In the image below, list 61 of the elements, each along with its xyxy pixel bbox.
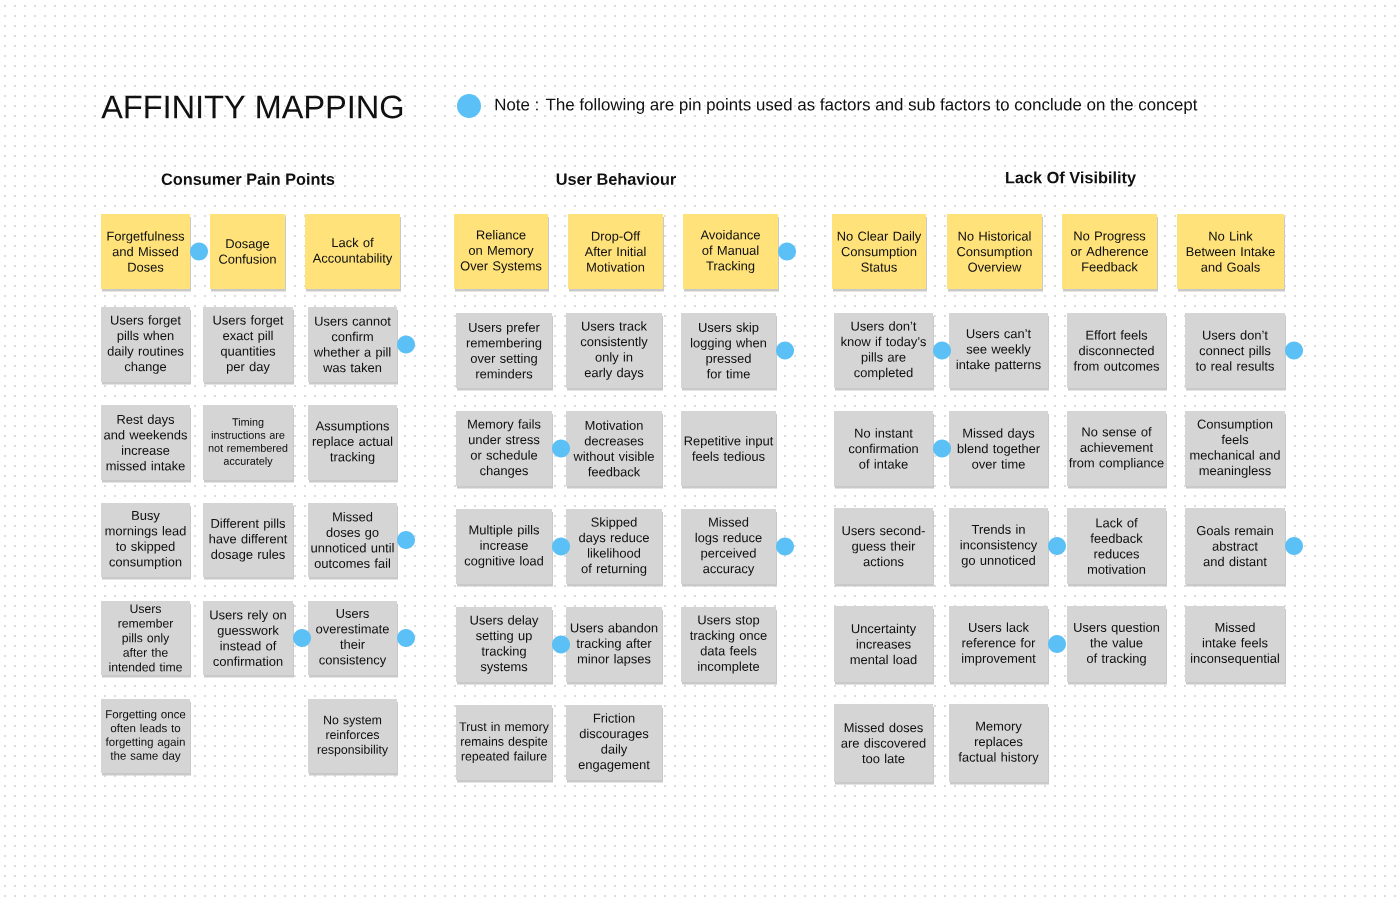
header-note: Drop-Off After Initial Motivation <box>568 214 664 292</box>
sticky-note: Skipped days reduce likelihood of returning <box>566 509 663 587</box>
group-heading: User Behaviour <box>556 173 676 185</box>
group-heading: Consumer Pain Points <box>161 173 335 185</box>
sticky-note: Users question the value of tracking <box>1067 606 1167 685</box>
sticky-note: No sense of achievement from compliance <box>1067 411 1167 489</box>
title: AFFINITY MAPPING <box>101 95 403 119</box>
sticky-note: Users overestimate their consistency <box>308 601 398 678</box>
sticky-note: Users can’t see weekly intake patterns <box>949 313 1049 391</box>
sticky-note: Lack of feedback reduces motivation <box>1067 508 1167 587</box>
sticky-note: Missed doses are discovered too late <box>834 704 934 785</box>
header-note: Lack of Accountability <box>305 214 401 292</box>
header-note: No Link Between Intake and Goals <box>1177 214 1285 292</box>
sticky-note: Timing instructions are not remembered accurately <box>203 405 294 483</box>
header-note: No Historical Consumption Overview <box>947 214 1043 292</box>
sticky-note: Missed days blend together over time <box>949 411 1049 489</box>
sticky-note: Busy mornings lead to skipped consumption <box>101 503 191 580</box>
sticky-note: Trust in memory remains despite repeated failure <box>456 705 553 783</box>
sticky-note: Users track consistently only in early days <box>566 313 663 391</box>
sticky-note: Users rely on guesswork instead of confirmation <box>203 601 294 678</box>
sticky-note: Assumptions replace actual tracking <box>308 405 398 483</box>
sticky-note: Friction discourages daily engagement <box>566 705 663 783</box>
header-note: No Progress or Adherence Feedback <box>1062 214 1158 292</box>
sticky-note: Effort feels disconnected from outcomes <box>1067 313 1167 391</box>
legend-note: Note : The following are pin points used as factors and sub factors to conclude on the concept <box>495 98 1198 114</box>
sticky-note: Uncertainty increases mental load <box>834 606 934 685</box>
sticky-note: No system reinforces responsibility <box>308 699 398 776</box>
sticky-note: No instant confirmation of intake <box>834 411 934 489</box>
sticky-note: Users abandon tracking after minor lapses <box>566 607 663 685</box>
sticky-note: Forgetting once often leads to forgetting again the same day <box>101 699 191 776</box>
sticky-note: Users second-guess their actions <box>834 508 934 587</box>
sticky-note: Users prefer remembering over setting reminders <box>456 313 553 391</box>
sticky-note: Users lack reference for improvement <box>949 606 1049 685</box>
sticky-note: Users don’t connect pills to real results <box>1185 313 1286 391</box>
header-note: Dosage Confusion <box>210 214 286 292</box>
sticky-note: Memory replaces factual history <box>949 704 1049 785</box>
sticky-note: Repetitive input feels tedious <box>681 411 777 489</box>
sticky-note: Multiple pills increase cognitive load <box>456 509 553 587</box>
sticky-note: Different pills have different dosage rules <box>203 503 294 580</box>
sticky-note: Users cannot confirm whether a pill was taken <box>308 307 398 385</box>
sticky-note: Rest days and weekends increase missed intake <box>101 405 191 483</box>
sticky-note: Missed doses go unnoticed until outcomes fail <box>308 503 398 580</box>
sticky-note: Users skip logging when pressed for time <box>681 313 777 391</box>
sticky-note: Users forget exact pill quantities per day <box>203 307 294 385</box>
sticky-note: Users forget pills when daily routines change <box>101 307 191 385</box>
sticky-note: Users remember pills only after the intended time <box>101 601 191 678</box>
sticky-note: Memory fails under stress or schedule changes <box>456 411 553 489</box>
sticky-note: Users stop tracking once data feels incomplete <box>681 607 777 685</box>
sticky-note: Missed logs reduce perceived accuracy <box>681 509 777 587</box>
sticky-note: Goals remain abstract and distant <box>1185 508 1286 587</box>
sticky-note: Missed intake feels inconsequential <box>1185 606 1286 685</box>
sticky-note: Users delay setting up tracking systems <box>456 607 553 685</box>
header-note: Reliance on Memory Over Systems <box>454 214 549 292</box>
sticky-note: Consumption feels mechanical and meaningless <box>1185 411 1286 489</box>
header-note: No Clear Daily Consumption Status <box>832 214 927 292</box>
group-heading: Lack Of Visibility <box>1006 171 1136 187</box>
sticky-note: Users don’t know if today’s pills are completed <box>834 313 934 391</box>
header-note: Forgetfulness and Missed Doses <box>101 214 191 292</box>
header-note: Avoidance of Manual Tracking <box>683 214 779 292</box>
sticky-note: Motivation decreases without visible feedback <box>566 411 663 489</box>
sticky-note: Trends in inconsistency go unnoticed <box>949 508 1049 587</box>
